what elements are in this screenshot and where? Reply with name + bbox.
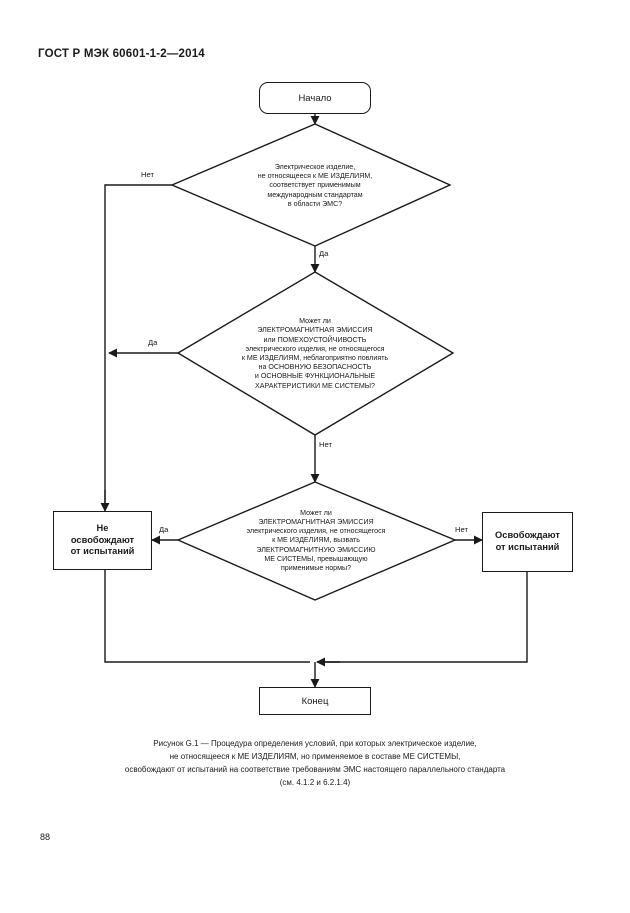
node-decision-1-label: Электрическое изделие, не относящееся к … (257, 162, 373, 208)
decision-diamond-2 (176, 271, 455, 436)
figure-caption: Рисунок G.1 — Процедура определения усло… (30, 738, 600, 790)
node-exempt[interactable]: Освобождают от испытаний (482, 512, 573, 572)
edge-label-d3-yes: Да (159, 525, 169, 534)
edge-label-d2-no: Нет (319, 440, 332, 449)
node-decision-3-label: Может ли ЭЛЕКТРОМАГНИТНАЯ ЭМИССИЯ электр… (246, 508, 386, 573)
edge-label-d1-yes: Да (319, 249, 329, 258)
decision-diamond-1 (170, 123, 452, 247)
node-end[interactable]: Конец (259, 687, 371, 715)
edge-label-d3-no: Нет (455, 525, 468, 534)
edge-label-d1-no: Нет (141, 170, 154, 179)
figure-caption-line-3: освобождают от испытаний на соответствие… (124, 764, 506, 774)
figure-caption-line-4: (см. 4.1.2 и 6.2.1.4) (279, 777, 351, 787)
node-exempt-label: Освобождают от испытаний (495, 530, 560, 552)
node-not-exempt[interactable]: Не освобождают от испытаний (53, 511, 152, 570)
node-not-exempt-label: Не освобождают от испытаний (70, 522, 135, 557)
figure-caption-line-1: Рисунок G.1 — Процедура определения усло… (153, 739, 477, 748)
node-decision-2-label: Может ли ЭЛЕКТРОМАГНИТНАЯ ЭМИССИЯ или ПО… (241, 317, 389, 390)
page-number: 88 (40, 832, 51, 842)
decision-diamond-3 (176, 481, 457, 601)
edge-label-d2-yes: Да (148, 338, 158, 347)
figure-caption-line-2: не относящееся к МЕ ИЗДЕЛИЯМ, но применя… (169, 751, 461, 761)
node-start-label: Начало (298, 92, 332, 104)
document-header: ГОСТ Р МЭК 60601-1-2—2014 (38, 48, 205, 60)
node-start[interactable]: Начало (259, 82, 371, 114)
node-end-label: Конец (301, 695, 329, 707)
